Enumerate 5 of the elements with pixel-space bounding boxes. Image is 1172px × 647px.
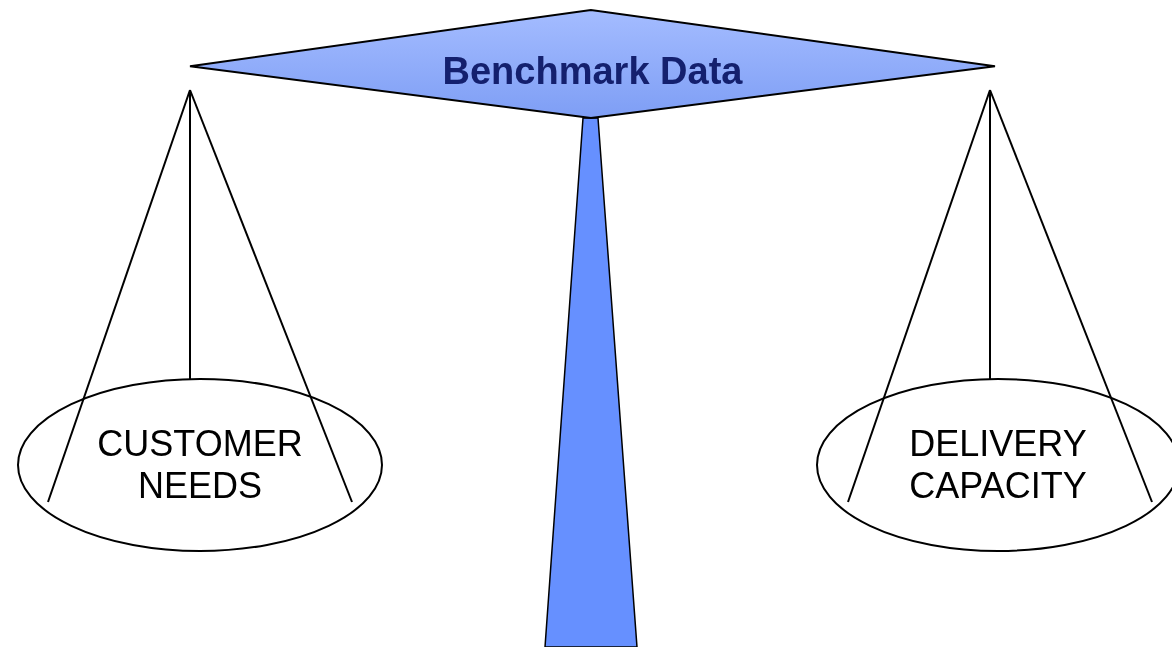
node-label: DELIVERY CAPACITY (908, 422, 1088, 508)
beam-diamond (190, 10, 995, 118)
scale-pan-ellipse (17, 378, 383, 552)
node-label: Benchmark Data (442, 48, 743, 94)
node-label: CUSTOMER NEEDS (96, 422, 304, 508)
